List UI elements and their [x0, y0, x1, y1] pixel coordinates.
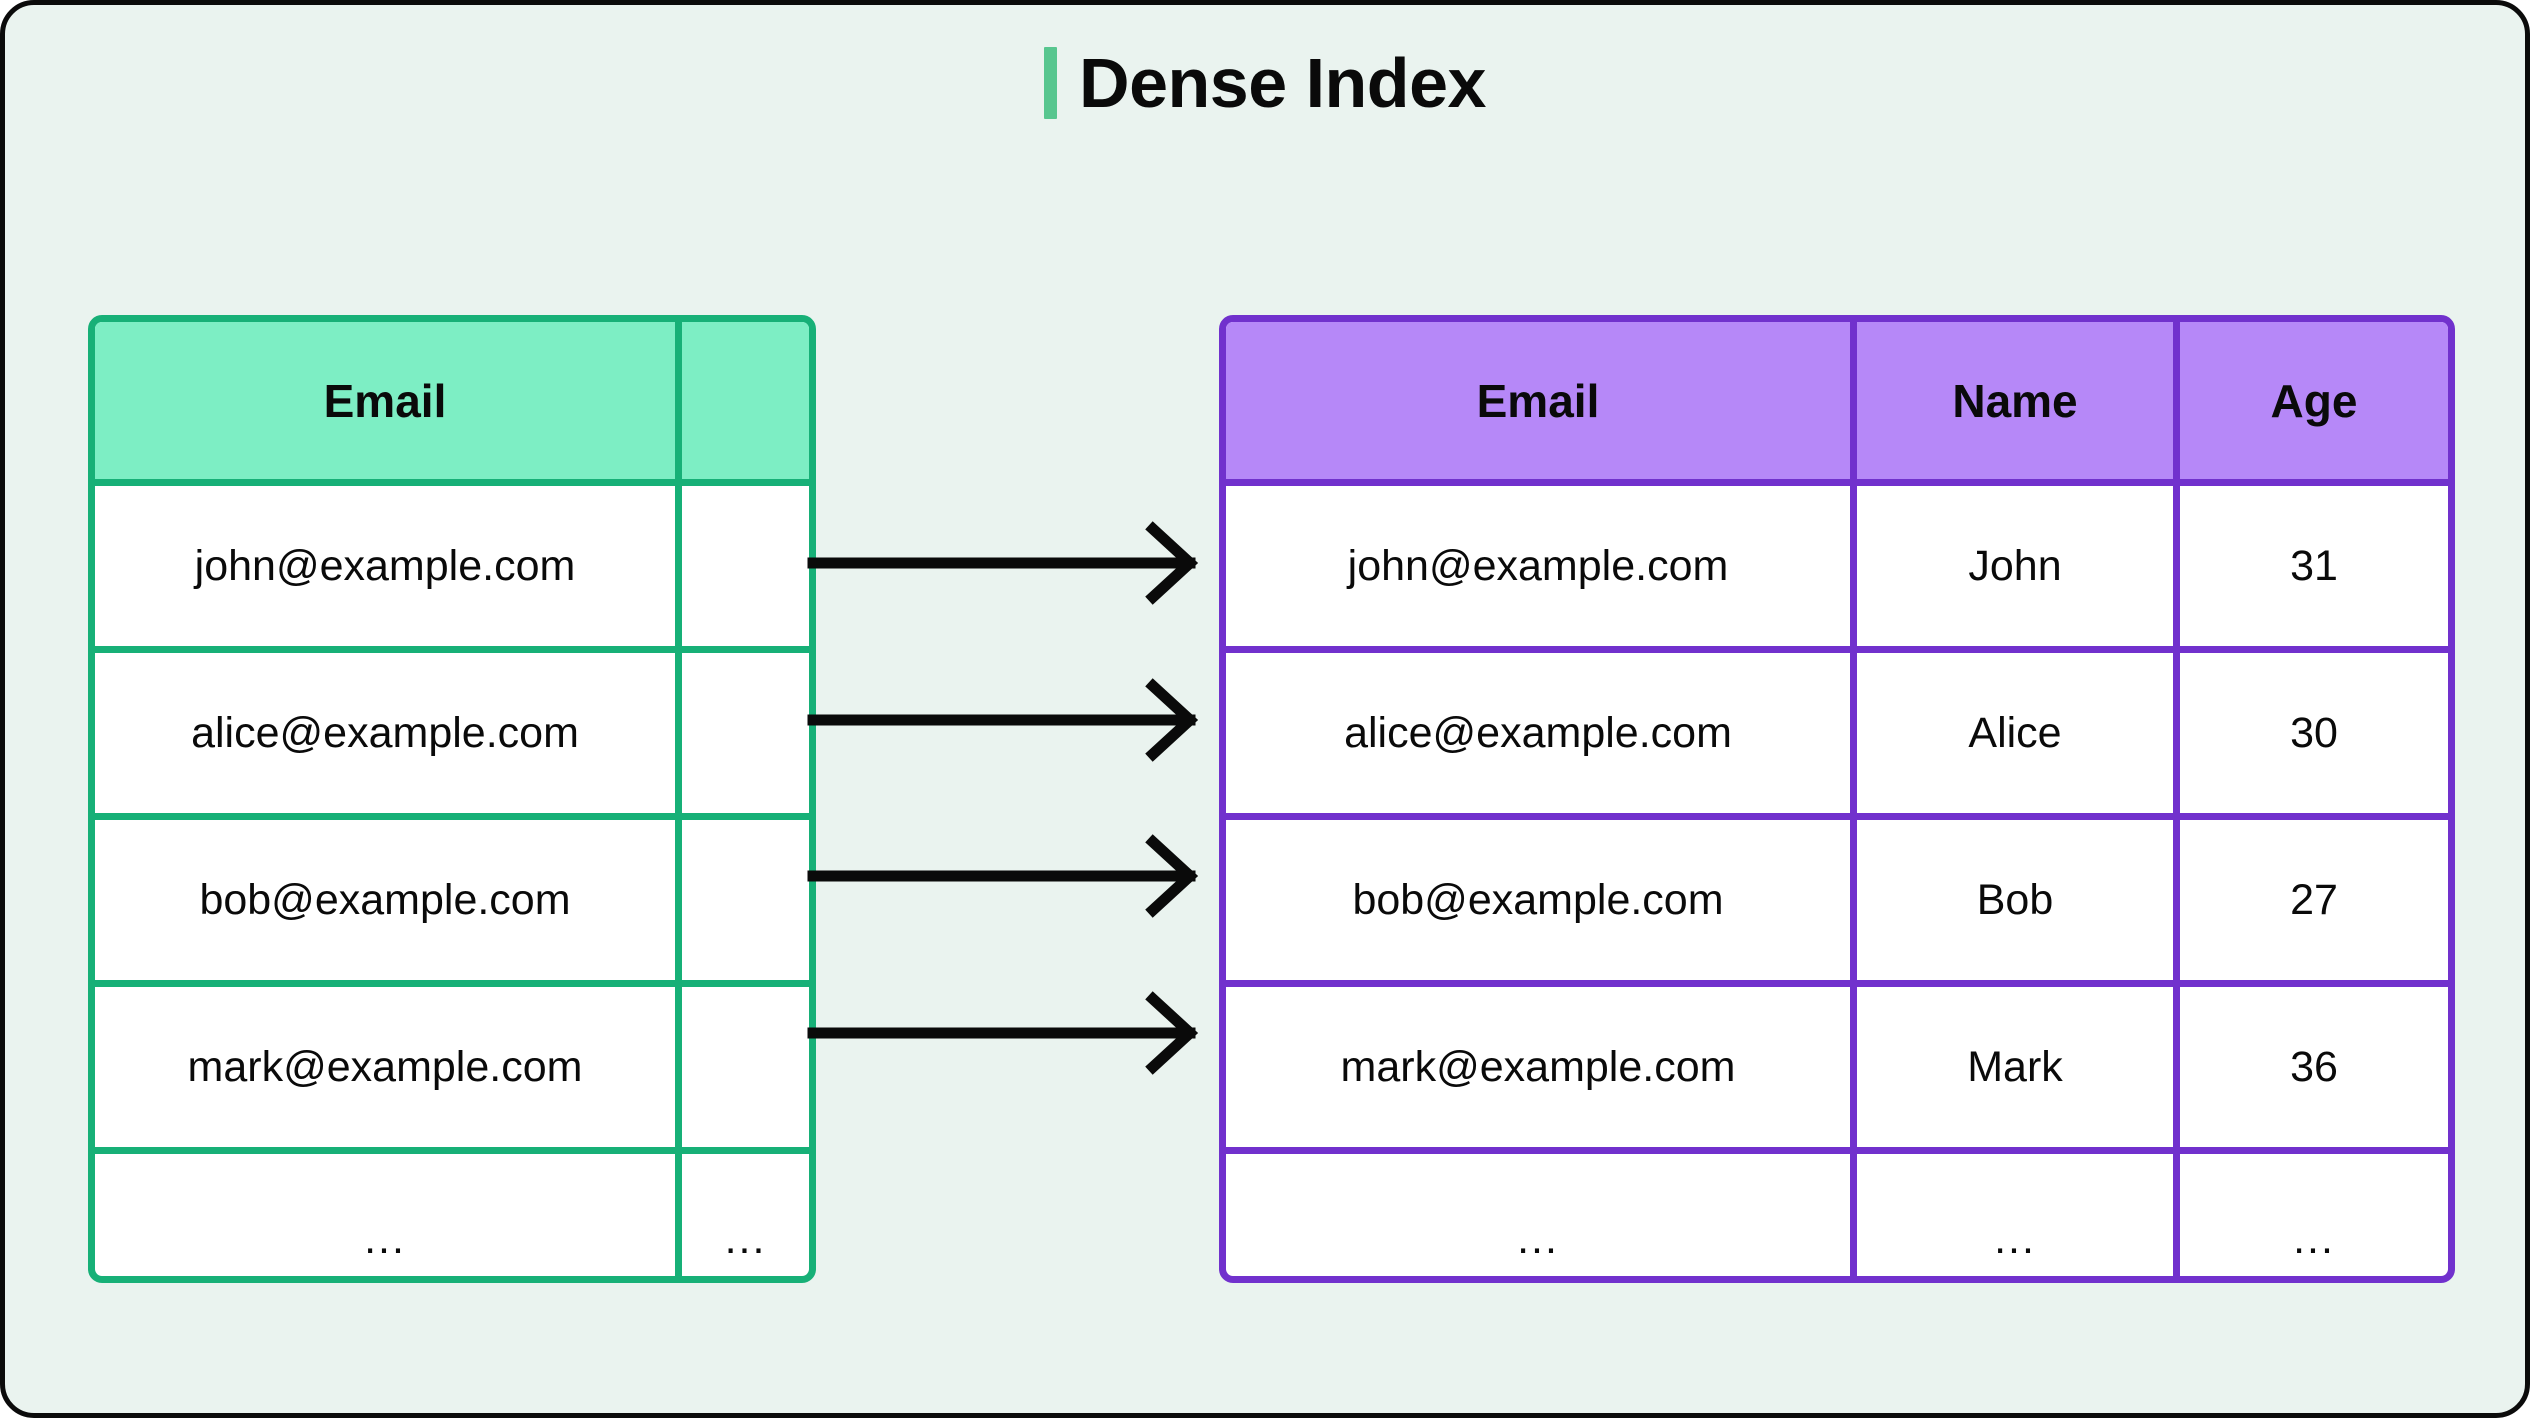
- data-header-name: Name: [1850, 322, 2173, 479]
- index-cell-pointer: [675, 486, 809, 646]
- data-cell-name: ...: [1850, 1154, 2173, 1276]
- data-cell-name: Mark: [1850, 987, 2173, 1147]
- pointer-arrow-icon: [807, 678, 1199, 762]
- data-cell-name: Bob: [1850, 820, 2173, 980]
- data-cell-email: mark@example.com: [1340, 1042, 1736, 1091]
- pointer-arrow-icon: [807, 521, 1199, 605]
- index-cell-pointer: ...: [675, 1154, 809, 1276]
- index-cell-pointer: [675, 653, 809, 813]
- index-cell-email: alice@example.com: [191, 708, 579, 757]
- data-header-row: Email Name Age: [1226, 322, 2448, 479]
- data-header-email: Email: [1226, 322, 1850, 479]
- data-row[interactable]: john@example.com John 31: [1226, 479, 2448, 646]
- data-row[interactable]: mark@example.com Mark 36: [1226, 980, 2448, 1147]
- data-row-ellipsis: ... ... ...: [1226, 1147, 2448, 1276]
- dense-index-table: Email john@example.com alice@example.com…: [88, 315, 816, 1283]
- title-accent-bar: [1044, 47, 1058, 119]
- data-cell-age: 27: [2173, 820, 2448, 980]
- index-row-ellipsis: ... ...: [95, 1147, 809, 1276]
- index-cell-email: ...: [364, 1215, 406, 1263]
- index-cell-email: mark@example.com: [187, 1042, 583, 1091]
- index-row[interactable]: bob@example.com: [95, 813, 809, 980]
- data-cell-name: John: [1850, 486, 2173, 646]
- pointer-arrow-icon: [807, 834, 1199, 918]
- data-cell-email: bob@example.com: [1352, 875, 1724, 924]
- data-cell-age: 36: [2173, 987, 2448, 1147]
- data-cell-age: 31: [2173, 486, 2448, 646]
- page-title: Dense Index: [5, 47, 2525, 119]
- page-title-text: Dense Index: [1079, 44, 1486, 122]
- index-row[interactable]: alice@example.com: [95, 646, 809, 813]
- data-row[interactable]: bob@example.com Bob 27: [1226, 813, 2448, 980]
- data-row[interactable]: alice@example.com Alice 30: [1226, 646, 2448, 813]
- data-cell-email: alice@example.com: [1344, 708, 1732, 757]
- index-header-email: Email: [95, 322, 675, 479]
- data-header-age: Age: [2173, 322, 2448, 479]
- data-records-table: Email Name Age john@example.com John 31 …: [1219, 315, 2455, 1283]
- index-row[interactable]: john@example.com: [95, 479, 809, 646]
- index-cell-pointer: [675, 987, 809, 1147]
- index-row[interactable]: mark@example.com: [95, 980, 809, 1147]
- index-header-pointer: [675, 322, 809, 479]
- data-cell-email: john@example.com: [1347, 541, 1729, 590]
- index-cell-email: john@example.com: [194, 541, 576, 590]
- data-cell-age: 30: [2173, 653, 2448, 813]
- index-cell-email: bob@example.com: [199, 875, 571, 924]
- pointer-arrow-icon: [807, 991, 1199, 1075]
- data-cell-name: Alice: [1850, 653, 2173, 813]
- index-cell-pointer: [675, 820, 809, 980]
- data-cell-age: ...: [2173, 1154, 2448, 1276]
- index-header-row: Email: [95, 322, 809, 479]
- data-cell-email: ...: [1517, 1215, 1559, 1263]
